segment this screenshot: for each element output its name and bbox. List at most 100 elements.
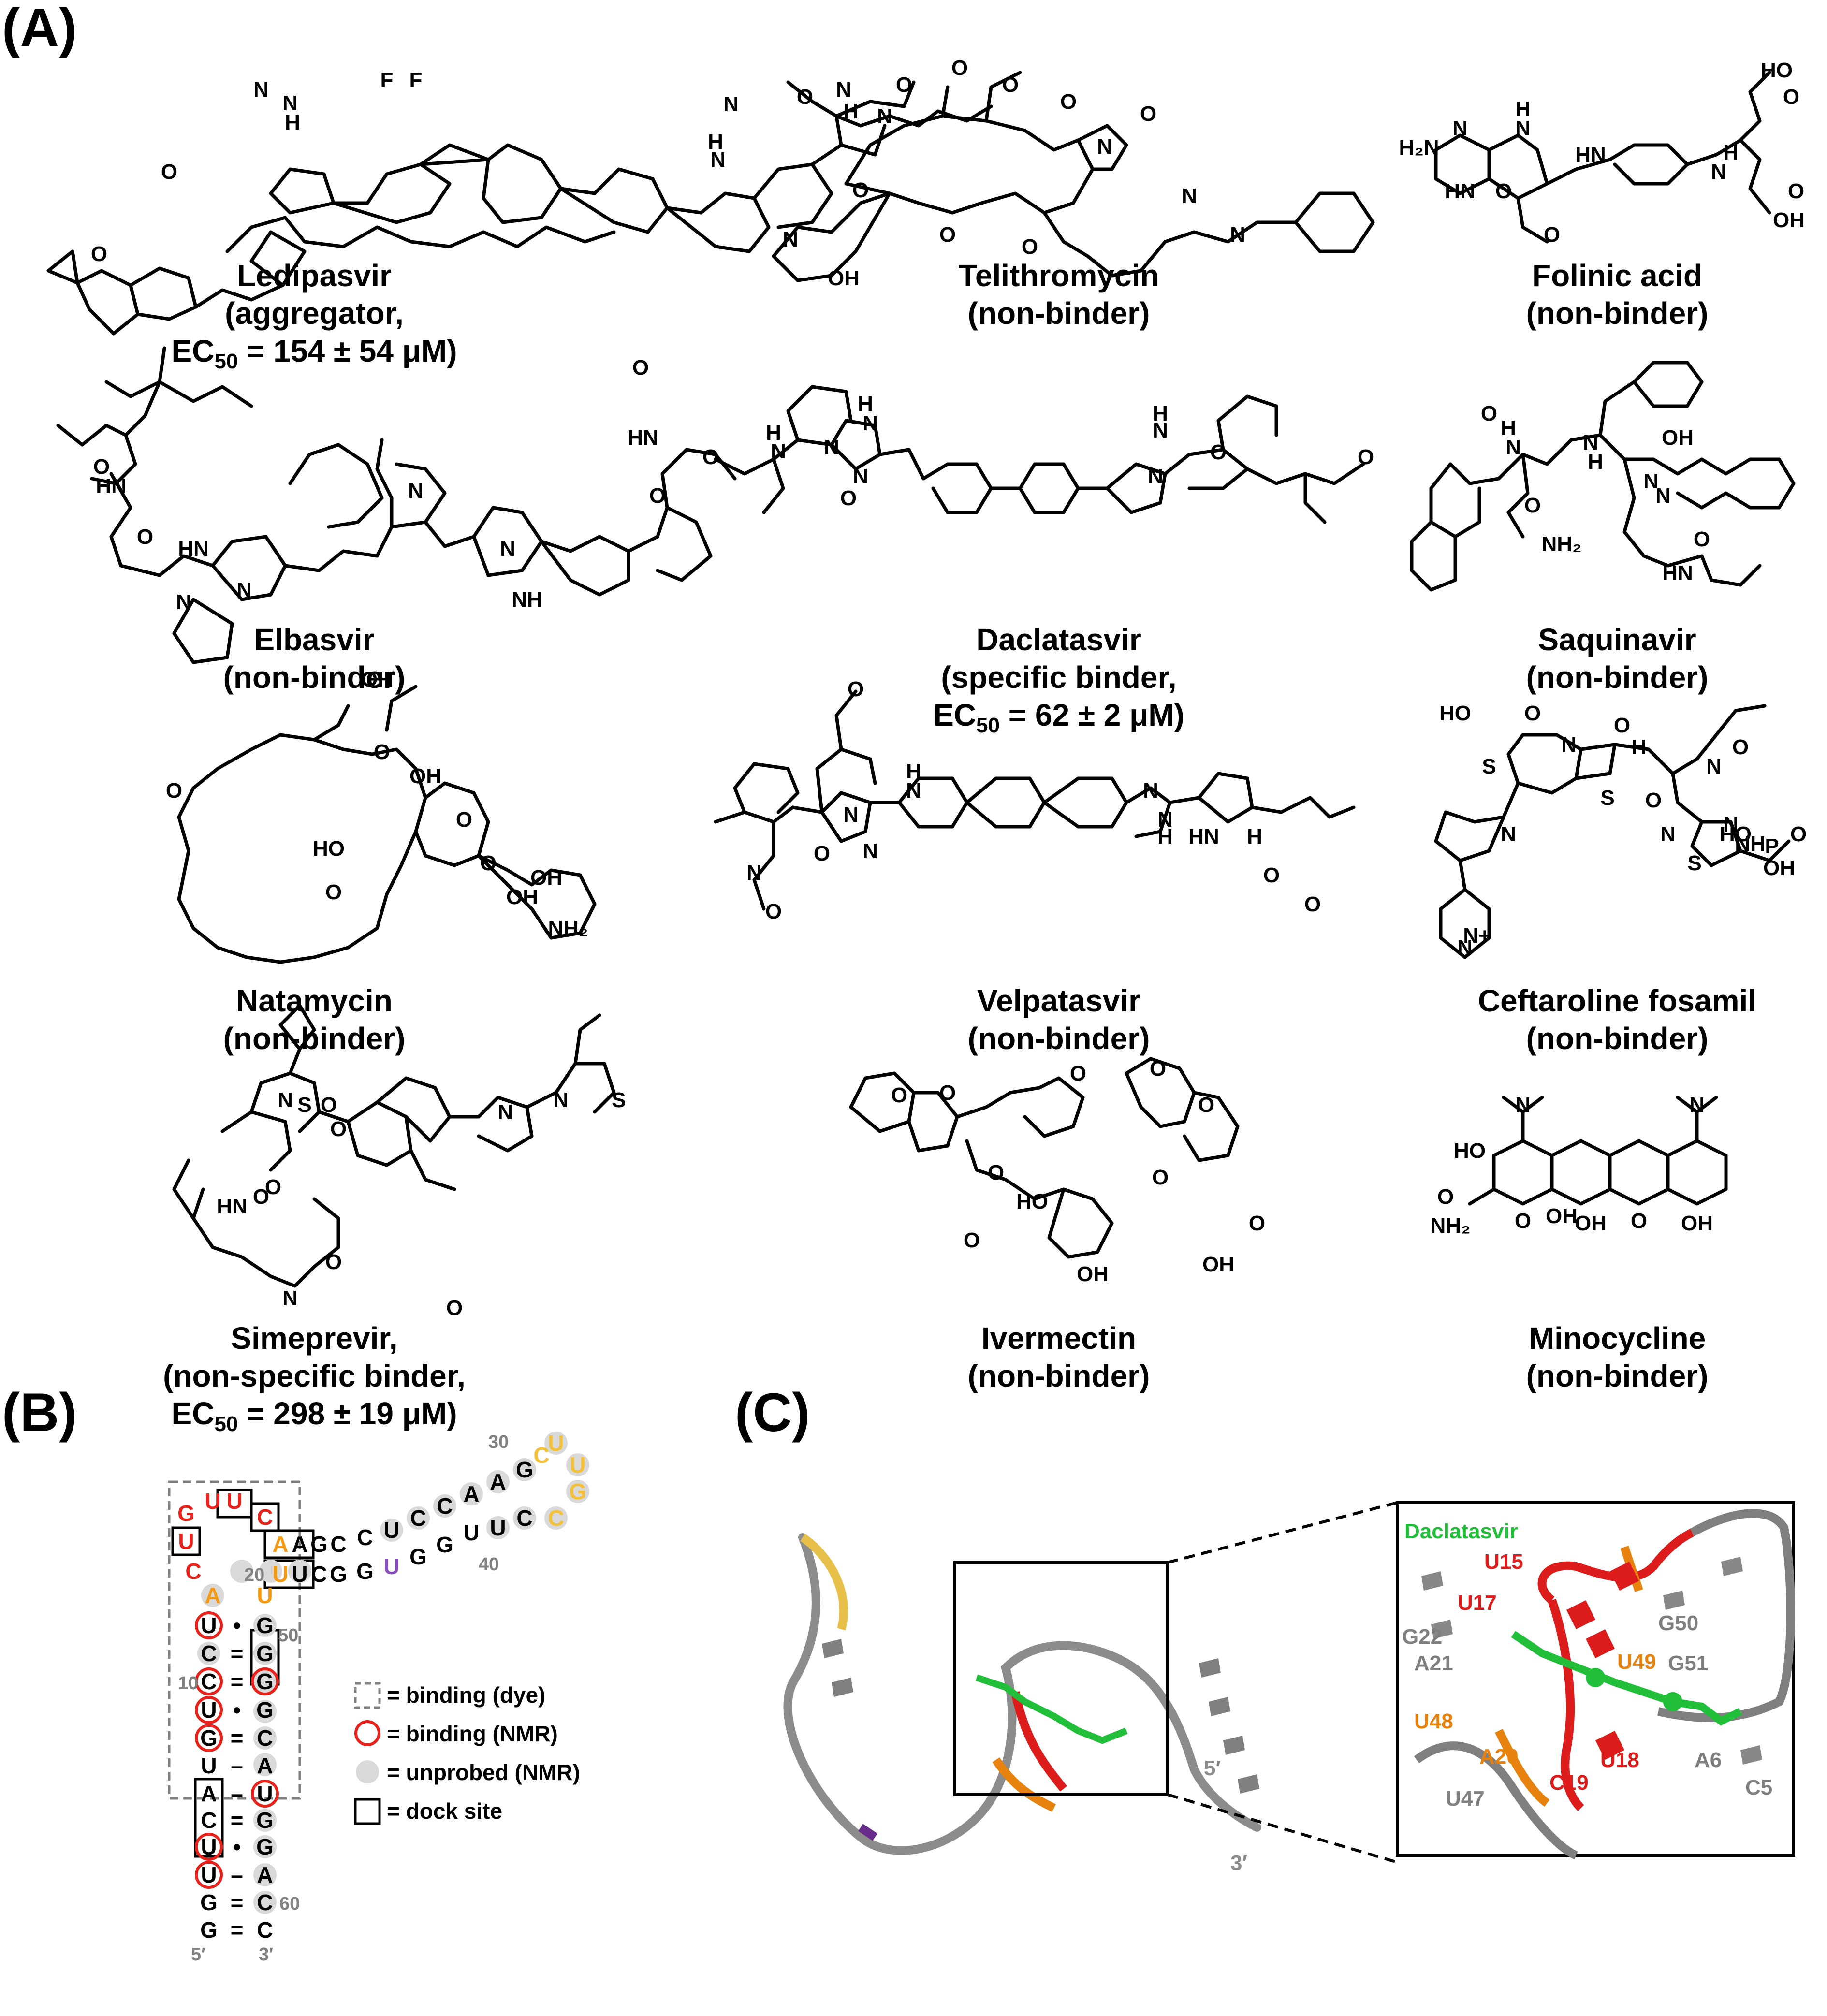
atom-label: HO <box>1720 822 1752 846</box>
atom-label: O <box>1515 1209 1531 1233</box>
svg-text:U: U <box>548 1431 564 1456</box>
atom-label: HN <box>1662 561 1693 585</box>
atom-label: O <box>1481 402 1497 425</box>
svg-text:G: G <box>256 1834 274 1859</box>
atom-label: OH <box>1077 1262 1109 1286</box>
svg-text:•: • <box>233 1697 241 1723</box>
atom-label: O <box>649 484 666 508</box>
residue-label: U49 <box>1617 1650 1656 1674</box>
atom-label: H <box>285 111 300 134</box>
atom-label: O <box>93 455 110 479</box>
atom-label: O <box>1788 179 1804 203</box>
atom-label: O <box>1614 714 1630 737</box>
atom-label: O <box>1631 1209 1647 1233</box>
telithromycin-structure: O O O O N OH O O N N N O <box>772 71 1375 290</box>
rna-letters: U G U U C C A A A G U U C U U•G C=G C=G … <box>177 1431 586 1943</box>
atom-label: O <box>91 242 107 266</box>
svg-text:U: U <box>383 1554 399 1579</box>
atom-label: O <box>321 1093 337 1117</box>
compound-note: (non-binder) <box>1526 296 1709 331</box>
atom-label: N <box>1097 135 1112 159</box>
compound-note: (aggregator, <box>225 296 404 331</box>
atom-label: HN <box>1188 825 1219 848</box>
compound-name: Ceftaroline fosamil <box>1478 983 1756 1018</box>
atom-label: O <box>325 880 342 904</box>
atom-label: O <box>1790 822 1807 846</box>
atom-label: O <box>374 740 390 764</box>
atom-label: O <box>166 779 182 803</box>
atom-label: H <box>1588 450 1603 474</box>
atom-label: N <box>862 411 878 435</box>
svg-text:C: C <box>410 1505 426 1531</box>
svg-text:U: U <box>205 1489 220 1514</box>
atom-label: N <box>1515 117 1531 140</box>
svg-text:A: A <box>272 1532 288 1557</box>
ligand-label: Daclatasvir <box>1404 1519 1518 1543</box>
position-number: 10 <box>178 1673 198 1694</box>
atom-label: O <box>1544 223 1560 247</box>
compound-note: (non-binder) <box>1526 1021 1709 1056</box>
position-number: 30 <box>488 1432 509 1452</box>
atom-label: N <box>1230 223 1245 247</box>
svg-text:G: G <box>310 1532 328 1557</box>
atom-label: OH <box>1773 208 1805 232</box>
svg-text:U: U <box>201 1753 217 1778</box>
atom-label: N <box>1660 822 1676 846</box>
compound-name: Telithromycin <box>959 258 1159 293</box>
atom-label: H <box>906 760 921 783</box>
atom-label: N <box>783 228 798 251</box>
svg-text:=: = <box>231 1890 244 1915</box>
residue-label: G22 <box>1402 1625 1442 1649</box>
svg-text:U: U <box>226 1489 242 1514</box>
atom-label: HN <box>178 537 209 561</box>
atom-label: N <box>710 148 726 172</box>
atom-label: OH <box>409 764 441 788</box>
atom-label: N <box>723 92 739 116</box>
atom-label: NH <box>512 588 542 612</box>
overview-five-prime: 5′ <box>1204 1756 1221 1780</box>
atom-label: N <box>843 803 859 827</box>
residue-label: A6 <box>1695 1748 1722 1772</box>
atom-label: O <box>161 160 177 184</box>
svg-text:C: C <box>201 1669 217 1694</box>
svg-text:=: = <box>231 1808 244 1833</box>
svg-text:–: – <box>231 1862 243 1887</box>
atom-label: H <box>1153 402 1168 425</box>
svg-text:G: G <box>409 1544 427 1569</box>
svg-text:C: C <box>257 1890 273 1915</box>
svg-text:=: = <box>231 1641 244 1666</box>
compound-name: Minocycline <box>1529 1321 1706 1356</box>
atom-label: O <box>939 1081 956 1105</box>
atom-label: F <box>380 68 394 92</box>
caption-simeprevir: Simeprevir, (non-specific binder, EC50 =… <box>163 1321 466 1436</box>
compound-name: Simeprevir, <box>231 1321 397 1356</box>
atom-label: O <box>951 56 968 80</box>
rna-legend: = binding (dye) = binding (NMR) = unprob… <box>354 1682 580 1825</box>
atom-label: O <box>814 842 830 865</box>
atom-label: S <box>297 1093 311 1117</box>
svg-text:G: G <box>356 1559 374 1584</box>
atom-label: NH <box>1735 832 1766 856</box>
atom-label: OH <box>361 668 393 691</box>
atom-label: S <box>1482 755 1496 778</box>
atom-label: N <box>500 537 515 561</box>
caption-ceftaroline: Ceftaroline fosamil (non-binder) <box>1478 983 1756 1056</box>
atom-label: O <box>1694 527 1710 551</box>
atom-label: OH <box>506 885 538 909</box>
dock-site-box <box>263 1529 315 1559</box>
compound-ec50: EC50 = 62 ± 2 μM) <box>933 698 1184 737</box>
residue-label: U17 <box>1458 1591 1497 1615</box>
svg-text:U: U <box>257 1781 273 1806</box>
svg-text:A: A <box>463 1481 479 1506</box>
svg-text:C: C <box>185 1559 201 1584</box>
inset-red-backbone <box>1537 1528 1695 1604</box>
backbone-overview <box>783 1533 1261 1855</box>
svg-text:•: • <box>233 1613 241 1638</box>
atom-label: H <box>1157 825 1173 848</box>
atom-label: N <box>1689 1093 1705 1117</box>
atom-label: O <box>1263 863 1280 887</box>
saquinavir-structure: O H N N H OH N NH₂ O N HN O <box>1410 361 1796 592</box>
atom-label: O <box>840 486 857 510</box>
atom-label: OH <box>1763 856 1795 880</box>
